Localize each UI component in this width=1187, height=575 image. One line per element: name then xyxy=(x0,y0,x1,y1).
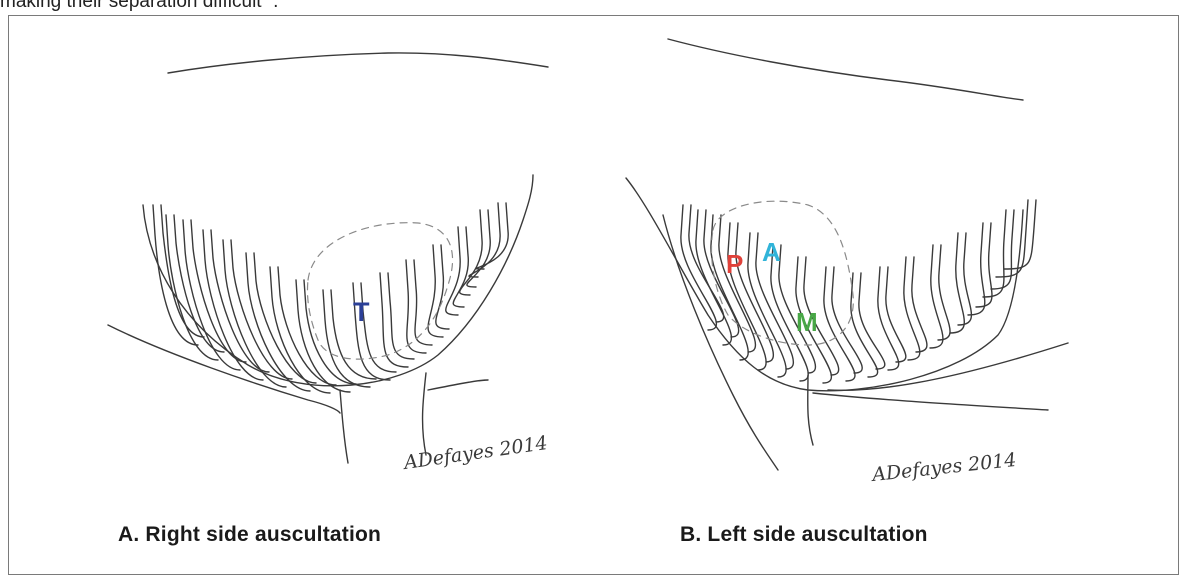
label-tricuspid: T xyxy=(353,297,370,327)
panel-b-rib xyxy=(958,233,971,325)
signature-b: ADefayes 2014 xyxy=(869,449,1017,486)
panel-b-back-line xyxy=(668,39,1023,100)
label-pulmonic: P xyxy=(726,249,743,279)
panel-b-rib xyxy=(983,210,1006,297)
label-mitral: M xyxy=(796,307,818,337)
panel-b-rib xyxy=(904,257,920,360)
panel-b-rib xyxy=(912,257,927,352)
auscultation-illustration: T P A M ADefayes 2014 ADefayes 2014 xyxy=(8,15,1179,559)
panel-b-drawing xyxy=(626,39,1068,470)
panel-b-rib xyxy=(851,273,878,377)
panel-b-forelimb-rear xyxy=(808,375,813,445)
panel-b-rib xyxy=(968,223,985,315)
panel-a-leg-line xyxy=(428,380,488,390)
panel-a-drawing xyxy=(108,53,548,463)
panel-a-heart-outline xyxy=(307,223,452,359)
header-text: making their separation difficult” . xyxy=(0,0,278,13)
panel-b-ribs xyxy=(681,200,1036,383)
panel-a-back-line xyxy=(168,53,548,73)
panel-a-rib xyxy=(388,273,414,359)
caption-right-side: A. Right side auscultation xyxy=(118,523,381,547)
panel-a-body-outline xyxy=(143,175,533,386)
panel-b-leg-line xyxy=(813,393,1048,410)
panel-a-chest-line xyxy=(108,325,340,413)
panel-a-rib xyxy=(436,245,449,329)
panel-a-ribs xyxy=(153,203,508,393)
panel-b-rib xyxy=(886,267,906,362)
panel-a-rib xyxy=(304,280,356,384)
caption-left-side: B. Left side auscultation xyxy=(680,523,928,547)
panel-a-rib xyxy=(469,203,500,277)
panel-a-forelimb-rear xyxy=(423,373,426,455)
panel-b-rib xyxy=(950,233,964,333)
label-aortic: A xyxy=(762,237,781,267)
panel-a-forelimb xyxy=(340,390,348,463)
panel-b-rib xyxy=(1004,200,1036,269)
